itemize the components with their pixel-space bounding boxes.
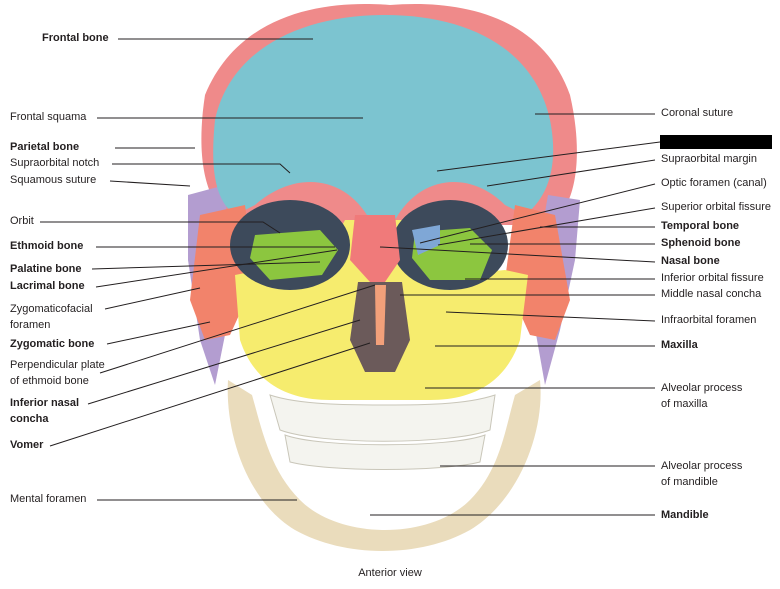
leader-squamous-suture	[109, 180, 191, 187]
label-superior-orbital-fissure: Superior orbital fissure	[661, 201, 772, 213]
label-optic-foramen: Optic foramen (canal)	[661, 177, 767, 189]
label-temporal-bone: Temporal bone	[661, 220, 740, 232]
label-frontal-bone: Frontal bone	[42, 32, 109, 44]
label-alveolar-maxilla-2: of maxilla	[661, 398, 708, 410]
label-mental-foramen: Mental foramen	[10, 493, 87, 505]
leader-optic-foramen	[419, 183, 656, 244]
label-alveolar-maxilla: Alveolar process	[661, 382, 743, 394]
leader-palatine-bone	[91, 261, 321, 270]
leader-nasal-bone	[379, 246, 656, 263]
label-palatine-bone: Palatine bone	[10, 263, 82, 275]
figure-caption: Anterior view	[358, 567, 422, 579]
perpendicular-plate-shape	[375, 285, 386, 345]
label-vomer: Vomer	[10, 439, 44, 451]
leader-supraorbital-margin	[486, 159, 656, 187]
label-alveolar-mandible: Alveolar process	[661, 460, 743, 472]
leader-inferior-nasal-concha	[87, 319, 361, 405]
label-infraorbital-foramen: Infraorbital foramen	[661, 314, 757, 326]
leader-redacted	[436, 141, 661, 172]
label-supraorbital-notch: Supraorbital notch	[10, 157, 100, 169]
label-middle-nasal-concha: Middle nasal concha	[661, 288, 762, 300]
label-zygomaticofacial-2: foramen	[10, 319, 51, 331]
label-mandible: Mandible	[661, 509, 709, 521]
lower-teeth-shape	[284, 434, 486, 470]
label-squamous-suture: Squamous suture	[10, 174, 97, 186]
mandible-shape	[227, 380, 541, 551]
label-nasal-bone: Nasal bone	[661, 255, 720, 267]
label-frontal-squama: Frontal squama	[10, 111, 87, 123]
leader-lacrimal-bone	[95, 249, 338, 288]
label-supraorbital-margin: Supraorbital margin	[661, 153, 757, 165]
leader-orbit	[40, 221, 281, 234]
redaction-bar	[660, 135, 772, 149]
label-parietal-bone: Parietal bone	[10, 141, 80, 153]
label-perpendicular-plate: Perpendicular plate	[10, 359, 105, 371]
left-orbit-ethmoid-shape	[250, 230, 338, 280]
leader-zygomatic-bone	[106, 321, 211, 345]
label-maxilla: Maxilla	[661, 339, 698, 351]
nasal-bone-shape	[350, 215, 400, 282]
label-zygomaticofacial: Zygomaticofacial	[10, 303, 93, 315]
leader-perpendicular-plate	[99, 284, 376, 374]
label-sphenoid-bone: Sphenoid bone	[661, 237, 741, 249]
leader-vomer	[49, 342, 371, 447]
upper-teeth-shape	[269, 394, 496, 442]
frontal-bone-shape	[213, 15, 554, 220]
label-inferior-nasal-concha-2: concha	[10, 413, 49, 425]
sphenoid-bone-shape	[412, 225, 440, 255]
label-inferior-orbital-fissure: Inferior orbital fissure	[661, 272, 764, 284]
label-orbit: Orbit	[10, 215, 34, 227]
leader-supraorbital-notch	[112, 163, 291, 174]
leader-infraorbital-foramen	[445, 311, 656, 322]
leader-zygomaticofacial	[104, 287, 201, 310]
label-inferior-nasal-concha: Inferior nasal	[10, 397, 80, 409]
label-ethmoid-bone: Ethmoid bone	[10, 240, 84, 252]
label-alveolar-mandible-2: of mandible	[661, 476, 718, 488]
label-lacrimal-bone: Lacrimal bone	[10, 280, 85, 292]
label-zygomatic-bone: Zygomatic bone	[10, 338, 95, 350]
label-perpendicular-plate-2: of ethmoid bone	[10, 375, 89, 387]
label-coronal-suture: Coronal suture	[661, 107, 734, 119]
